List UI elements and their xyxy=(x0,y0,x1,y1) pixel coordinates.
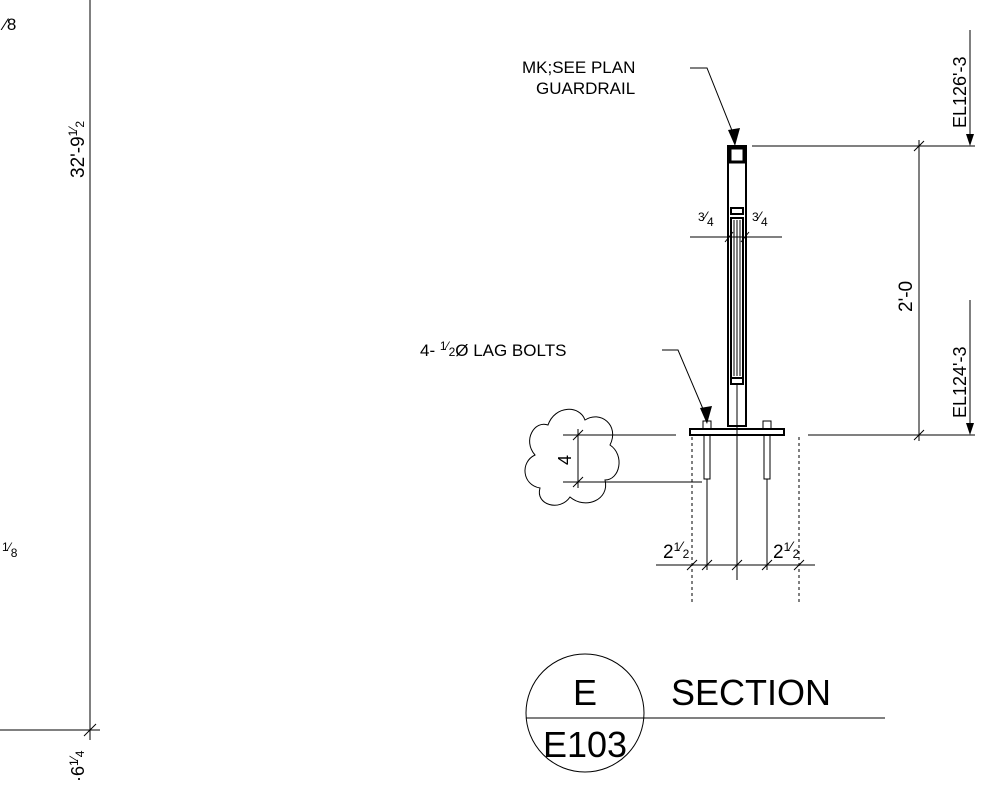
lag-bolt-right xyxy=(763,434,771,480)
section-tag-title: SECTION xyxy=(671,672,831,713)
overall-dimension-den: 2 xyxy=(73,121,87,128)
overall-dimension-num: 1 xyxy=(66,129,80,136)
svg-text:·61⁄4: ·61⁄4 xyxy=(67,750,88,782)
svg-text:32'-91⁄2: 32'-91⁄2 xyxy=(66,121,89,178)
post-cap xyxy=(728,146,746,164)
guardrail-callout: MK;SEE PLAN GUARDRAIL xyxy=(522,58,740,146)
section-tag-letter: E xyxy=(573,672,597,713)
elevation-upper-label: EL126'-3 xyxy=(950,57,970,129)
left-dimension-string: ⁄8 32'-91⁄2 1⁄8 ·61⁄4 xyxy=(0,0,100,782)
post-lower-band xyxy=(730,377,744,385)
width-dim-left: 3⁄4 xyxy=(698,208,714,229)
overall-dimension-whole: 32'-9 xyxy=(68,136,89,178)
elevation-marker-lower: EL124'-3 xyxy=(950,300,974,435)
revision-cloud: 4 xyxy=(524,408,702,506)
top-fraction-fragment: ⁄8 xyxy=(0,15,16,34)
bolt-spacing-dimension: 21⁄2 21⁄2 xyxy=(656,538,815,571)
bolt-spacing-left: 21⁄2 xyxy=(663,538,690,563)
revision-cloud-outline xyxy=(524,408,620,506)
guardrail-callout-line2: GUARDRAIL xyxy=(536,79,635,98)
lag-bolts-callout: 4- 1⁄2Ø LAG BOLTS xyxy=(420,339,712,424)
width-dim-right: 3⁄4 xyxy=(752,208,768,229)
elevation-lower-label: EL124'-3 xyxy=(950,347,970,419)
bottom-dimension-label: ·61⁄4 xyxy=(67,750,88,782)
lag-bolts-arrowhead xyxy=(700,406,712,424)
section-tag-sheet: E103 xyxy=(543,724,627,765)
lag-bolts-label: 4- 1⁄2Ø LAG BOLTS xyxy=(420,339,566,360)
mid-fraction-fragment: 1⁄8 xyxy=(2,540,18,560)
guardrail-callout-line1: MK;SEE PLAN xyxy=(522,58,635,77)
base-plate xyxy=(689,428,785,436)
embed-dimension-label: 4 xyxy=(555,455,575,465)
height-dimension: 2'-0 xyxy=(752,140,975,441)
section-tag: E E103 SECTION xyxy=(525,653,885,773)
bolt-spacing-right: 21⁄2 xyxy=(773,538,800,563)
lag-bolts-leader xyxy=(662,349,707,417)
post-upper-band xyxy=(730,207,744,215)
lag-bolt-left xyxy=(703,434,711,480)
guardrail-arrowhead xyxy=(728,128,740,146)
base-plate-assembly xyxy=(689,420,800,605)
overall-dimension-label: 32'-91⁄2 xyxy=(66,121,89,178)
guardrail-leader xyxy=(690,67,736,139)
guardrail-post xyxy=(727,145,747,580)
height-dimension-label: 2'-0 xyxy=(896,281,917,312)
width-dimension: 3⁄4 3⁄4 xyxy=(690,208,782,243)
elevation-marker-upper: EL126'-3 xyxy=(950,30,974,146)
bolt-head-right xyxy=(762,420,772,430)
section-tag-circle xyxy=(525,653,645,773)
left-tick-mark xyxy=(83,723,97,737)
